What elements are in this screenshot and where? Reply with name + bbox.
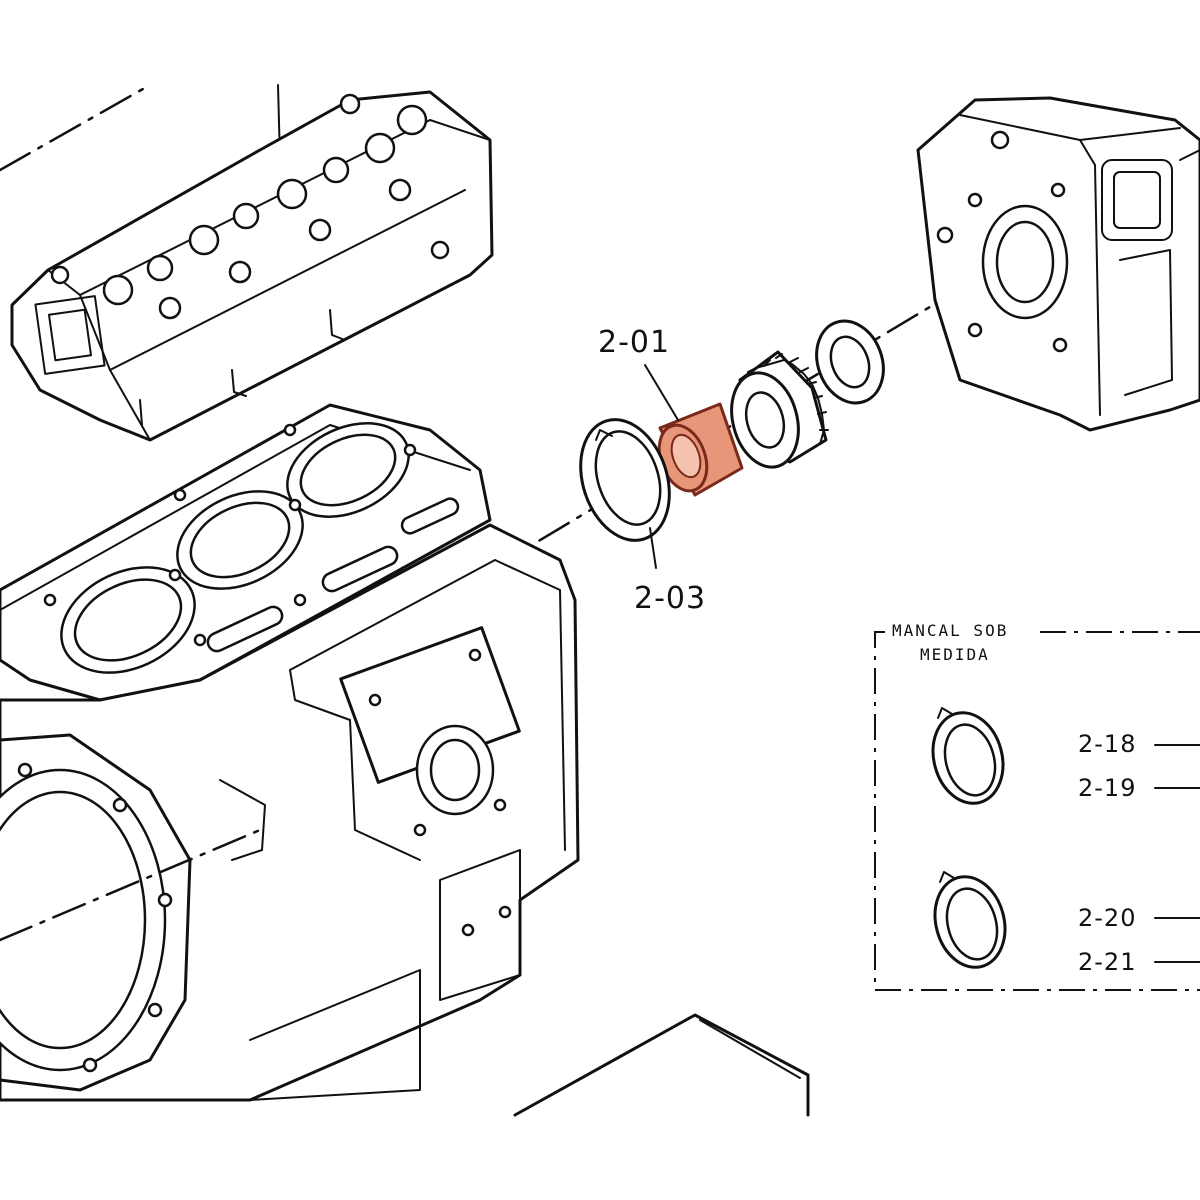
cylinder-head (0, 83, 494, 442)
callout-2-19: 2-19 (1078, 774, 1136, 802)
undersize-bearing-box: MANCAL SOB MEDIDA 2-18 2-19 2-20 2-21 (874, 621, 1200, 991)
callout-2-01: 2-01 (598, 325, 670, 360)
undersize-washer-upper (931, 707, 1005, 805)
assembly-axis-line (438, 263, 1002, 602)
crank-gear (730, 350, 829, 469)
box-title-line1: MANCAL SOB (892, 621, 1008, 640)
bottom-nameplate (513, 1013, 810, 1117)
bushing-inner (670, 433, 702, 479)
thrust-washer-right (815, 319, 885, 405)
engine-block (0, 403, 580, 1102)
rear-housing (916, 96, 1200, 432)
undersize-washer-lower (933, 871, 1007, 969)
callout-2-18: 2-18 (1078, 730, 1136, 758)
callout-2-21: 2-21 (1078, 948, 1136, 976)
thrust-washer-2-03 (579, 418, 671, 542)
leader-2-01 (644, 364, 679, 421)
box-title-line2: MEDIDA (920, 645, 990, 664)
callout-2-03: 2-03 (634, 581, 706, 616)
leader-2-03 (649, 527, 657, 569)
callout-2-20: 2-20 (1078, 904, 1136, 932)
